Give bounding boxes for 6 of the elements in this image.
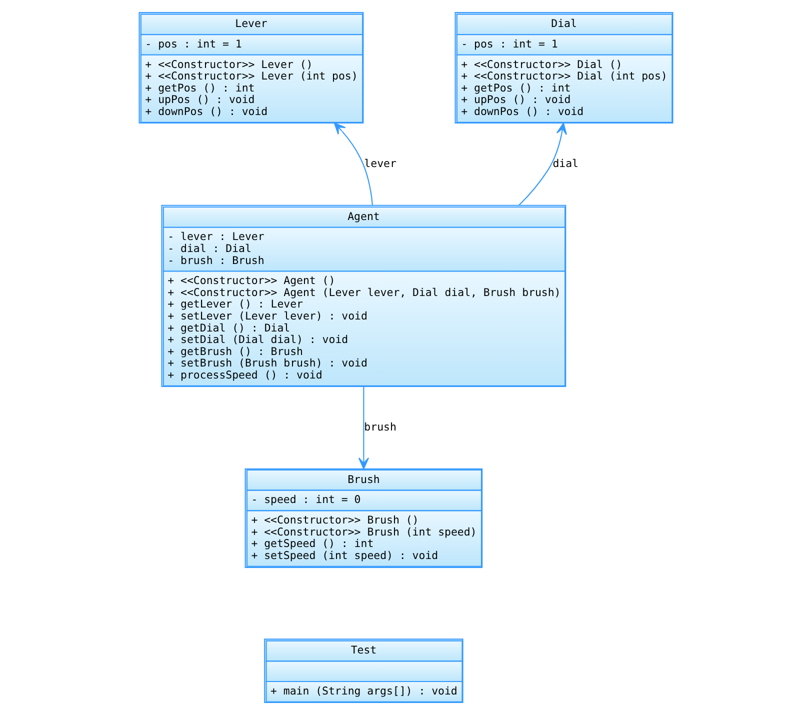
arrow: [358, 386, 370, 470]
edge-label: brush: [364, 420, 396, 434]
edge-label: lever: [364, 156, 396, 170]
edge-label: dial: [552, 156, 578, 170]
arrow: [334, 122, 373, 206]
arrow: [518, 122, 567, 206]
